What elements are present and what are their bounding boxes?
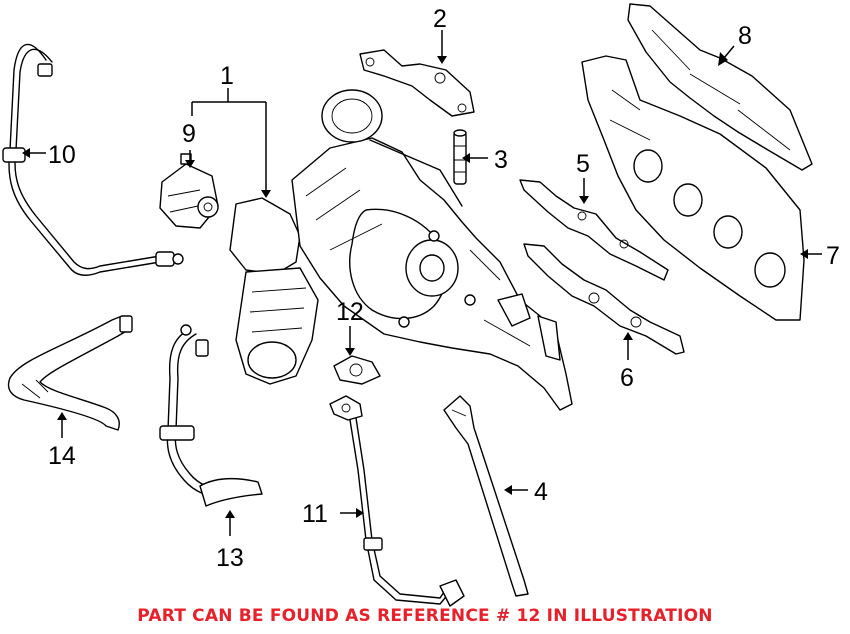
callout-7: 7 — [826, 242, 840, 270]
part-12-gasket — [333, 355, 381, 385]
part-8-heat-shield — [627, 3, 813, 171]
part-13-line — [159, 324, 263, 507]
leader-lines — [22, 30, 822, 536]
callout-11: 11 — [302, 500, 328, 528]
callout-6: 6 — [620, 364, 634, 392]
callout-3: 3 — [494, 146, 508, 174]
part-1-turbocharger — [229, 89, 573, 411]
part-10-line — [2, 43, 184, 276]
part-9-actuator — [159, 153, 219, 229]
reference-notice: PART CAN BE FOUND AS REFERENCE # 12 IN I… — [137, 606, 713, 626]
part-4-bracket-rod — [443, 395, 529, 597]
callout-13: 13 — [216, 544, 244, 572]
part-2-bracket — [359, 49, 475, 117]
callout-10: 10 — [48, 141, 76, 169]
callout-8: 8 — [738, 22, 752, 50]
callout-1: 1 — [220, 62, 234, 90]
part-5-gasket — [519, 179, 669, 281]
callout-14: 14 — [48, 442, 76, 470]
callout-12: 12 — [336, 298, 364, 326]
callout-2: 2 — [433, 5, 447, 33]
callout-4: 4 — [534, 478, 548, 506]
part-7-manifold-gasket — [581, 55, 805, 321]
callout-9: 9 — [182, 120, 196, 148]
part-11-line — [329, 395, 465, 607]
part-14-hose — [7, 315, 133, 431]
part-6-gasket — [523, 243, 685, 355]
callout-5: 5 — [576, 150, 590, 178]
